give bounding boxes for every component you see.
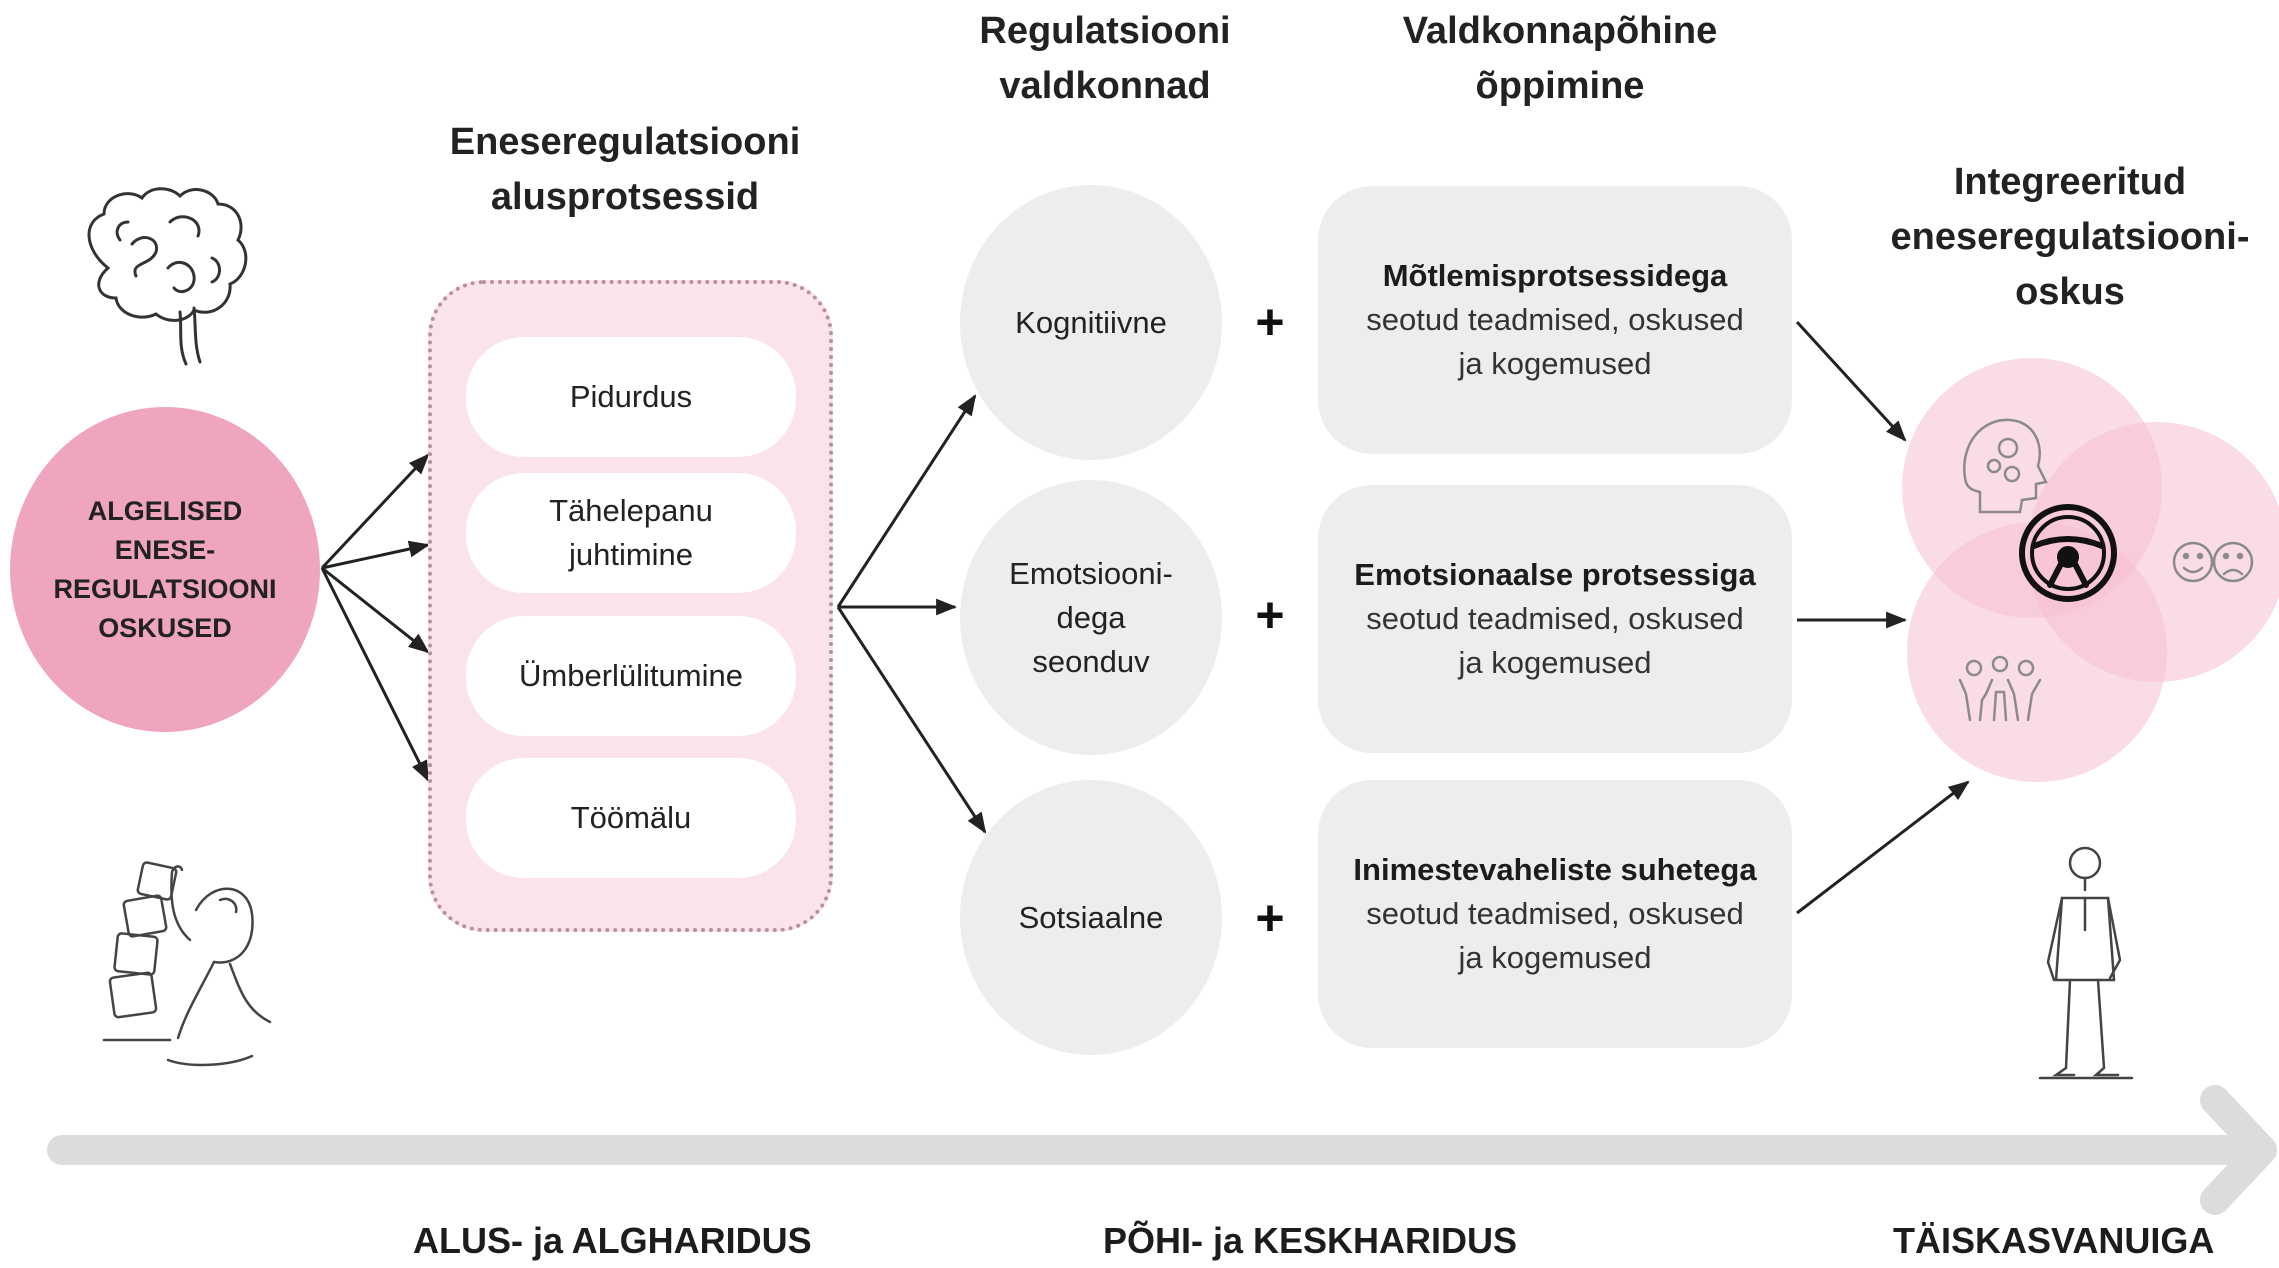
process-inhibition: Pidurdus (466, 337, 796, 457)
stage-label-basic-secondary: PÕHI- ja KESKHARIDUS (1103, 1220, 1518, 1261)
arrows-processes-to-domains (836, 394, 987, 834)
initial-skills-circle: ALGELISED ENESE- REGULATSIOONI OSKUSED (10, 407, 320, 732)
process-working-memory: Töömälu (466, 758, 796, 878)
domain-emotional: Emotsiooni- dega seonduv (960, 480, 1222, 755)
heading-integrated-skill: Integreeritud eneseregulatsiooni- oskus (1890, 161, 2250, 313)
adult-figure-icon (2038, 846, 2134, 1080)
learning-box-emotional: Emotsionaalse protsessiga seotud teadmis… (1318, 485, 1792, 753)
child-stacking-blocks-icon (102, 861, 272, 1067)
heading-base-processes: Eneseregulatsiooni alusprotsessid (449, 121, 801, 218)
learning-box-cognitive: Mõtlemisprotsessidega seotud teadmised, … (1318, 186, 1792, 454)
plus-sign: + (1255, 587, 1285, 643)
plus-sign: + (1255, 294, 1285, 350)
integrated-venn (1902, 358, 2279, 782)
domain-cognitive: Kognitiivne (960, 185, 1222, 460)
domain-social: Sotsiaalne (960, 780, 1222, 1055)
brain-icon (87, 187, 248, 366)
process-shifting: Ümberlülitumine (466, 616, 796, 736)
timeline-arrow (47, 1085, 2277, 1215)
arrows-learning-to-integrated (1795, 320, 1970, 915)
arrows-start-to-processes (320, 453, 431, 782)
head-gears-icon (1963, 418, 2048, 514)
heading-domain-learning: Valdkonnapõhine õppimine (1402, 10, 1718, 107)
plus-sign: + (1255, 890, 1285, 946)
group-icon (1958, 655, 2042, 722)
stage-label-preschool-primary: ALUS- ja ALGHARIDUS (413, 1220, 812, 1261)
learning-box-social: Inimestevaheliste suhetega seotud teadmi… (1318, 780, 1792, 1048)
steering-wheel-icon (2019, 504, 2117, 602)
faces-icon (2172, 541, 2254, 583)
stage-label-adulthood: TÄISKASVANUIGA (1893, 1220, 2215, 1261)
process-attention-control: Tähelepanu juhtimine (466, 473, 796, 593)
heading-regulation-domains: Regulatsiooni valdkonnad (979, 10, 1231, 107)
